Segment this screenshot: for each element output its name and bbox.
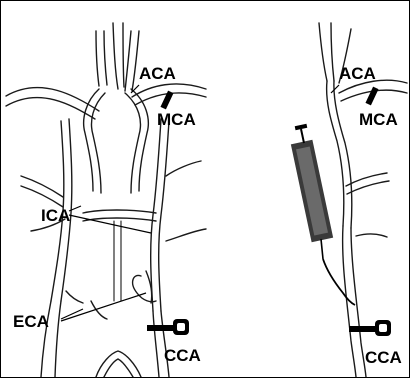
right-aca-label: ACA <box>339 64 376 83</box>
left-mca-label: MCA <box>157 110 196 129</box>
left-ica-label: ICA <box>41 206 70 225</box>
right-mca-occluder <box>365 87 378 106</box>
right-mca-label: MCA <box>359 110 398 129</box>
right-aca-pointer <box>331 85 339 93</box>
left-mca-occluder <box>160 91 173 110</box>
syringe-catheter-icon <box>291 124 355 305</box>
left-eca-label: ECA <box>13 312 49 331</box>
left-aca-label: ACA <box>139 64 176 83</box>
left-label-pointers <box>61 85 151 321</box>
right-cca-label: CCA <box>365 348 402 367</box>
left-cca-label: CCA <box>164 346 201 365</box>
right-cca-clamp-icon <box>349 320 391 336</box>
